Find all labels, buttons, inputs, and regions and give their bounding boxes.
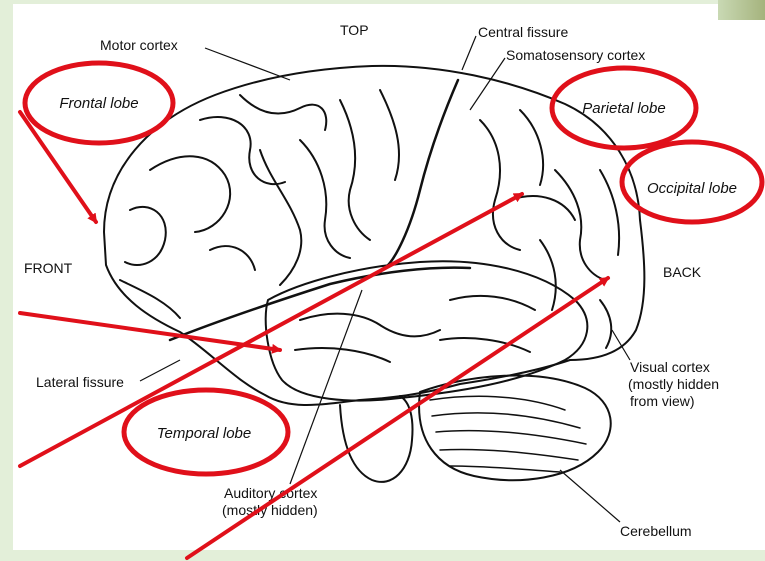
label-visual-cortex-1: Visual cortex bbox=[630, 359, 710, 375]
label-temporal-lobe: Temporal lobe bbox=[157, 425, 252, 442]
label-cerebellum: Cerebellum bbox=[620, 523, 692, 539]
brainstem bbox=[340, 396, 413, 482]
arrow-frontal bbox=[20, 112, 96, 222]
label-visual-cortex-2: (mostly hidden bbox=[628, 376, 719, 392]
label-motor-cortex: Motor cortex bbox=[100, 37, 178, 53]
label-back: BACK bbox=[663, 264, 702, 280]
label-visual-cortex-3: from view) bbox=[630, 393, 695, 409]
label-auditory-cortex-1: Auditory cortex bbox=[224, 485, 317, 501]
label-somatosensory-cortex: Somatosensory cortex bbox=[506, 47, 645, 63]
label-occipital-lobe: Occipital lobe bbox=[647, 180, 737, 197]
label-leaders bbox=[140, 36, 630, 522]
arrow-occipital bbox=[187, 278, 608, 558]
temporal-lobe-outline bbox=[266, 261, 588, 400]
arrow-parietal bbox=[20, 194, 522, 466]
label-parietal-lobe: Parietal lobe bbox=[582, 100, 665, 117]
label-frontal-lobe: Frontal lobe bbox=[59, 95, 138, 112]
cerebrum-outline bbox=[104, 66, 644, 405]
label-lateral-fissure: Lateral fissure bbox=[36, 374, 124, 390]
label-central-fissure: Central fissure bbox=[478, 24, 568, 40]
label-front: FRONT bbox=[24, 260, 73, 276]
label-top: TOP bbox=[340, 22, 369, 38]
